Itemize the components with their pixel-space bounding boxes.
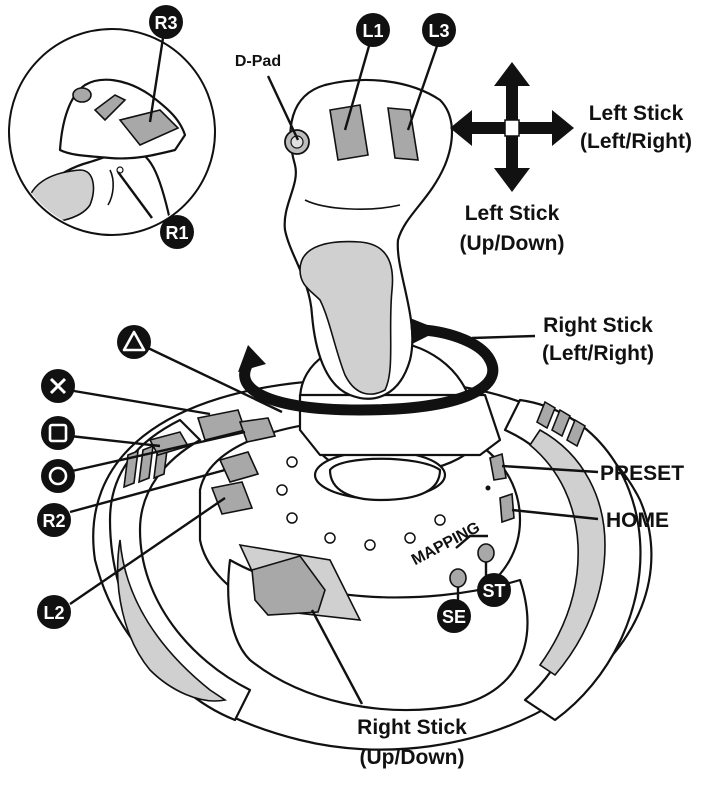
- label-right-stick-ud-2: (Up/Down): [360, 746, 465, 769]
- badge-r2: R2: [37, 503, 71, 537]
- joystick-base: [92, 378, 653, 751]
- label-preset: PRESET: [600, 462, 684, 485]
- square-button-icon: [41, 416, 75, 450]
- joystick-stick: [283, 78, 502, 502]
- badge-r2-text: R2: [42, 511, 65, 531]
- badge-st: ST: [477, 573, 511, 607]
- badge-st-text: ST: [482, 581, 505, 601]
- label-dpad: D-Pad: [235, 53, 281, 70]
- label-left-stick-ud-2: (Up/Down): [460, 232, 565, 255]
- badge-l2: L2: [37, 595, 71, 629]
- inset-detail: [8, 28, 216, 236]
- label-right-stick-ud-1: Right Stick: [357, 716, 467, 739]
- badge-l1-text: L1: [362, 21, 383, 41]
- twist-rotation-arrow: [238, 318, 499, 416]
- badge-l2-text: L2: [43, 603, 64, 623]
- cross-direction-arrow: [450, 62, 574, 192]
- label-right-stick-lr-2: (Left/Right): [542, 342, 654, 365]
- triangle-button-icon: [117, 325, 151, 359]
- label-left-stick-ud-1: Left Stick: [465, 202, 560, 225]
- badge-r1: R1: [160, 215, 194, 249]
- badge-se: SE: [437, 599, 471, 633]
- label-left-stick-lr-2: (Left/Right): [580, 130, 692, 153]
- badge-se-text: SE: [442, 607, 466, 627]
- badge-l3: L3: [422, 13, 456, 47]
- label-right-stick-lr-1: Right Stick: [543, 314, 653, 337]
- label-left-stick-lr-1: Left Stick: [589, 102, 684, 125]
- leader-lines: [69, 37, 599, 705]
- circle-button-icon: [41, 459, 75, 493]
- badge-r1-text: R1: [165, 223, 188, 243]
- badge-r3-text: R3: [154, 13, 177, 33]
- badge-r3: R3: [149, 5, 183, 39]
- label-home: HOME: [606, 509, 669, 532]
- badge-l1: L1: [356, 13, 390, 47]
- badge-l3-text: L3: [428, 21, 449, 41]
- cross-button-icon: [41, 369, 75, 403]
